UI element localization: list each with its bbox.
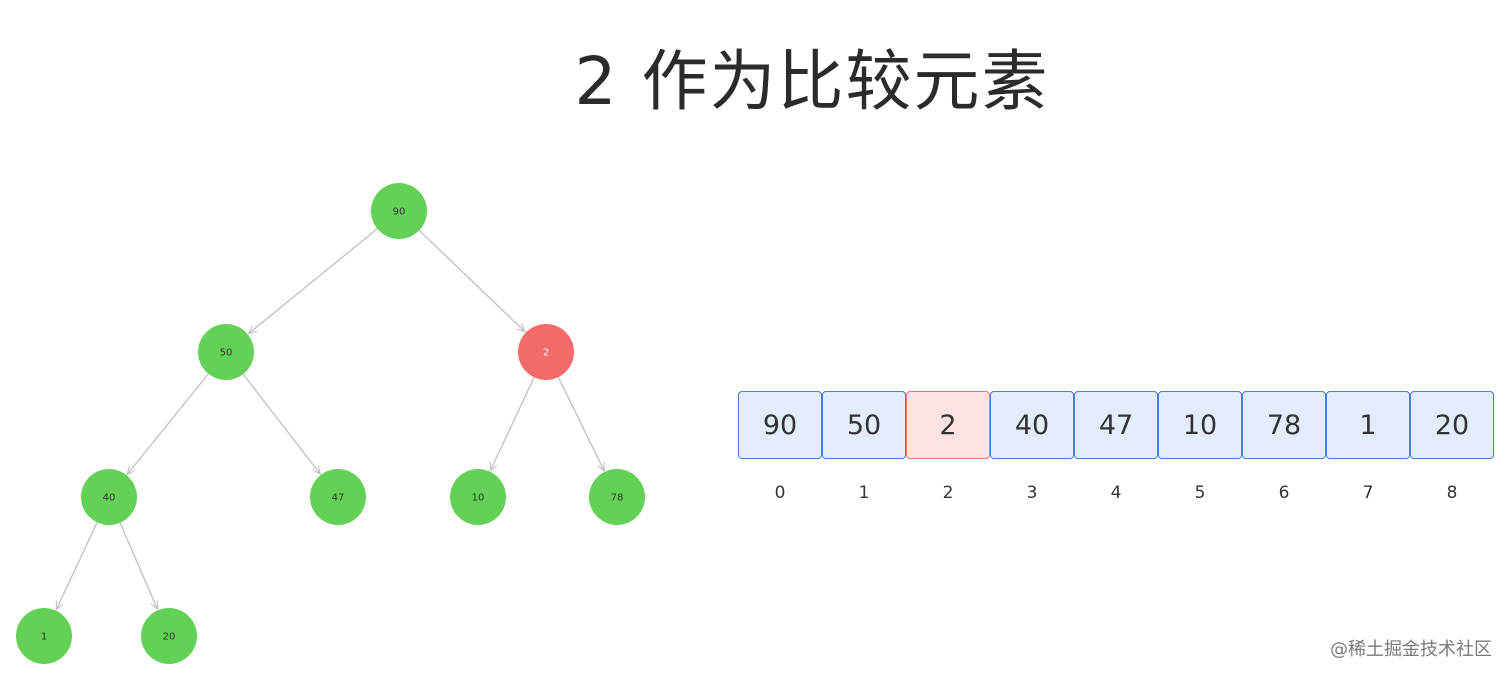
- tree-node-circle: [141, 608, 197, 664]
- tree-edge-n0-n1: [248, 228, 378, 334]
- tree-node-47: 47: [310, 469, 366, 525]
- array-cell-7: 1: [1326, 391, 1410, 459]
- tree-node-label: 50: [220, 348, 233, 359]
- array-index-label: 4: [1110, 483, 1122, 503]
- tree-edge-n3-n8: [119, 522, 157, 610]
- tree-node-78: 78: [589, 469, 645, 525]
- tree-node-circle: [16, 608, 72, 664]
- tree-node-label: 20: [163, 632, 176, 643]
- array-index-label: 3: [1026, 483, 1038, 503]
- tree-node-label: 47: [332, 493, 345, 504]
- tree-edge-n0-n2: [418, 229, 525, 332]
- tree-node-circle: [371, 183, 427, 239]
- tree-node-50: 50: [198, 324, 254, 380]
- tree-node-10: 10: [450, 469, 506, 525]
- array-cell-1: 50: [822, 391, 906, 459]
- tree-node-2: 2: [518, 324, 574, 380]
- tree-node-circle: [589, 469, 645, 525]
- tree-node-label: 40: [103, 493, 116, 504]
- array-cell-3: 40: [990, 391, 1074, 459]
- array-cell-5: 10: [1158, 391, 1242, 459]
- array-cell-0: 90: [738, 391, 822, 459]
- array-cell-2: 2: [906, 391, 990, 459]
- tree-node-circle: [518, 324, 574, 380]
- array-index-label: 8: [1446, 483, 1458, 503]
- array-index-label: 0: [774, 483, 786, 503]
- tree-node-label: 2: [543, 348, 549, 359]
- array-cell-4: 47: [1074, 391, 1158, 459]
- array-index-label: 7: [1362, 483, 1374, 503]
- tree-edge-n1-n3: [127, 373, 209, 475]
- tree-node-90: 90: [371, 183, 427, 239]
- tree-node-circle: [81, 469, 137, 525]
- tree-edge-n2-n6: [557, 376, 604, 471]
- tree-node-20: 20: [141, 608, 197, 664]
- array-index-label: 1: [858, 483, 870, 503]
- tree-node-circle: [310, 469, 366, 525]
- tree-node-circle: [198, 324, 254, 380]
- tree-edge-n3-n7: [55, 522, 98, 609]
- tree-node-1: 1: [16, 608, 72, 664]
- tree-edge-n2-n5: [489, 377, 535, 470]
- tree-node-label: 1: [41, 632, 47, 643]
- tree-node-circle: [450, 469, 506, 525]
- tree-edge-n1-n4: [242, 373, 320, 474]
- tree-node-label: 78: [611, 493, 624, 504]
- page-title: 2 作为比较元素: [574, 43, 1050, 120]
- array-index-label: 5: [1194, 483, 1206, 503]
- tree-node-label: 90: [393, 207, 406, 218]
- tree-node-label: 10: [472, 493, 485, 504]
- array-cell-6: 78: [1242, 391, 1326, 459]
- array-index-label: 6: [1278, 483, 1290, 503]
- heap-tree: 90 50 2 40 47 10 78 1 20: [16, 183, 645, 664]
- array-index-label: 2: [942, 483, 954, 503]
- tree-node-40: 40: [81, 469, 137, 525]
- array-cell-8: 20: [1410, 391, 1494, 459]
- watermark: @稀土掘金技术社区: [1330, 639, 1492, 660]
- array-index-row: 0 1 2 3 4 5 6 7 8: [738, 483, 1494, 503]
